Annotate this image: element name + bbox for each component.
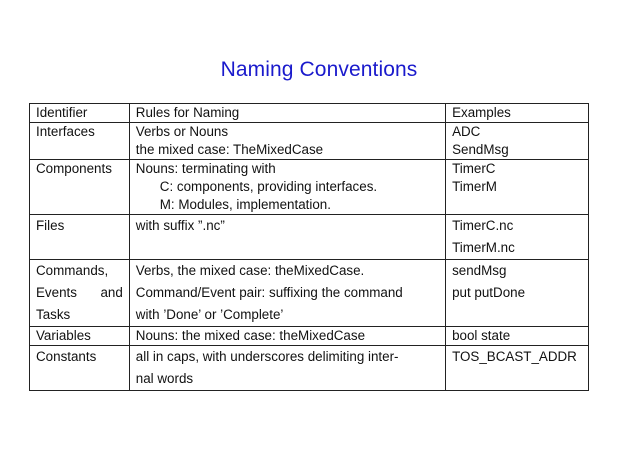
example-line: ADC [452,124,481,139]
rules-cell: Nouns: the mixed case: theMixedCase [128,326,447,346]
rule-line: Verbs or Nouns [135,124,229,139]
table-row-constants: Constants all in caps, with underscores … [29,345,589,391]
identifier-cell: Interfaces [29,122,130,160]
identifier-text: Interfaces [36,124,95,139]
rule-line: with ’Done’ or ’Complete’ [135,307,284,322]
example-line: TOS_BCAST_ADDR [452,349,577,364]
rule-line: C: components, providing interfaces. [159,179,378,194]
identifier-cell: Variables [29,326,130,346]
rule-line: nal words [135,371,194,386]
example-line: TimerM [452,179,497,194]
rule-line: all in caps, with underscores delimiting… [135,349,399,364]
rule-line: Verbs, the mixed case: theMixedCase. [135,263,365,278]
identifier-cell: Constants [29,345,130,391]
identifier-text-justified: Events and [36,282,123,304]
table-row-commands-events-tasks: Commands, Events and Tasks Verbs, the mi… [29,259,589,327]
rule-line: with suffix ”.nc” [135,218,225,233]
table-row-files: Files with suffix ”.nc” TimerC.nc TimerM… [29,214,589,260]
examples-cell: sendMsg put putDone [445,259,589,327]
rule-line: Command/Event pair: suffixing the comman… [135,285,403,300]
rules-cell: all in caps, with underscores delimiting… [128,345,447,391]
example-line: put putDone [452,285,526,300]
examples-cell: bool state [445,326,589,346]
rules-cell: with suffix ”.nc” [128,214,447,260]
examples-cell: TimerC.nc TimerM.nc [445,214,589,260]
identifier-text: Variables [36,328,91,343]
rule-line: the mixed case: TheMixedCase [135,142,324,157]
table-row-variables: Variables Nouns: the mixed case: theMixe… [29,326,589,346]
examples-cell: TOS_BCAST_ADDR [445,345,589,391]
rules-cell: Nouns: terminating with C: components, p… [128,159,447,215]
identifier-cell: Components [29,159,130,215]
examples-cell: TimerC TimerM [445,159,589,215]
identifier-text: Constants [36,349,97,364]
identifier-cell: Files [29,214,130,260]
table-header-row: Identifier Rules for Naming Examples [29,103,589,123]
identifier-word: Events [36,285,77,300]
naming-conventions-table: Identifier Rules for Naming Examples Int… [29,103,589,391]
example-line: SendMsg [452,142,509,157]
examples-cell: ADC SendMsg [445,122,589,160]
table-row-components: Components Nouns: terminating with C: co… [29,159,589,215]
identifier-text: Files [36,218,65,233]
header-identifier: Identifier [29,103,130,123]
table-row-interfaces: Interfaces Verbs or Nouns the mixed case… [29,122,589,160]
identifier-word: and [100,285,123,300]
rule-line: M: Modules, implementation. [159,197,331,212]
rules-cell: Verbs or Nouns the mixed case: TheMixedC… [128,122,447,160]
identifier-text: Components [36,161,112,176]
example-line: sendMsg [452,263,507,278]
example-line: TimerM.nc [452,240,515,255]
example-line: TimerC [452,161,496,176]
rule-line: Nouns: the mixed case: theMixedCase [135,328,366,343]
page-title: Naming Conventions [220,58,418,81]
identifier-text: Commands, [36,263,109,278]
identifier-text: Tasks [36,307,71,322]
example-line: TimerC.nc [452,218,514,233]
example-line: bool state [452,328,511,343]
rule-line: Nouns: terminating with [135,161,276,176]
header-rules: Rules for Naming [128,103,447,123]
identifier-cell: Commands, Events and Tasks [29,259,130,327]
header-examples: Examples [445,103,589,123]
rules-cell: Verbs, the mixed case: theMixedCase. Com… [128,259,447,327]
